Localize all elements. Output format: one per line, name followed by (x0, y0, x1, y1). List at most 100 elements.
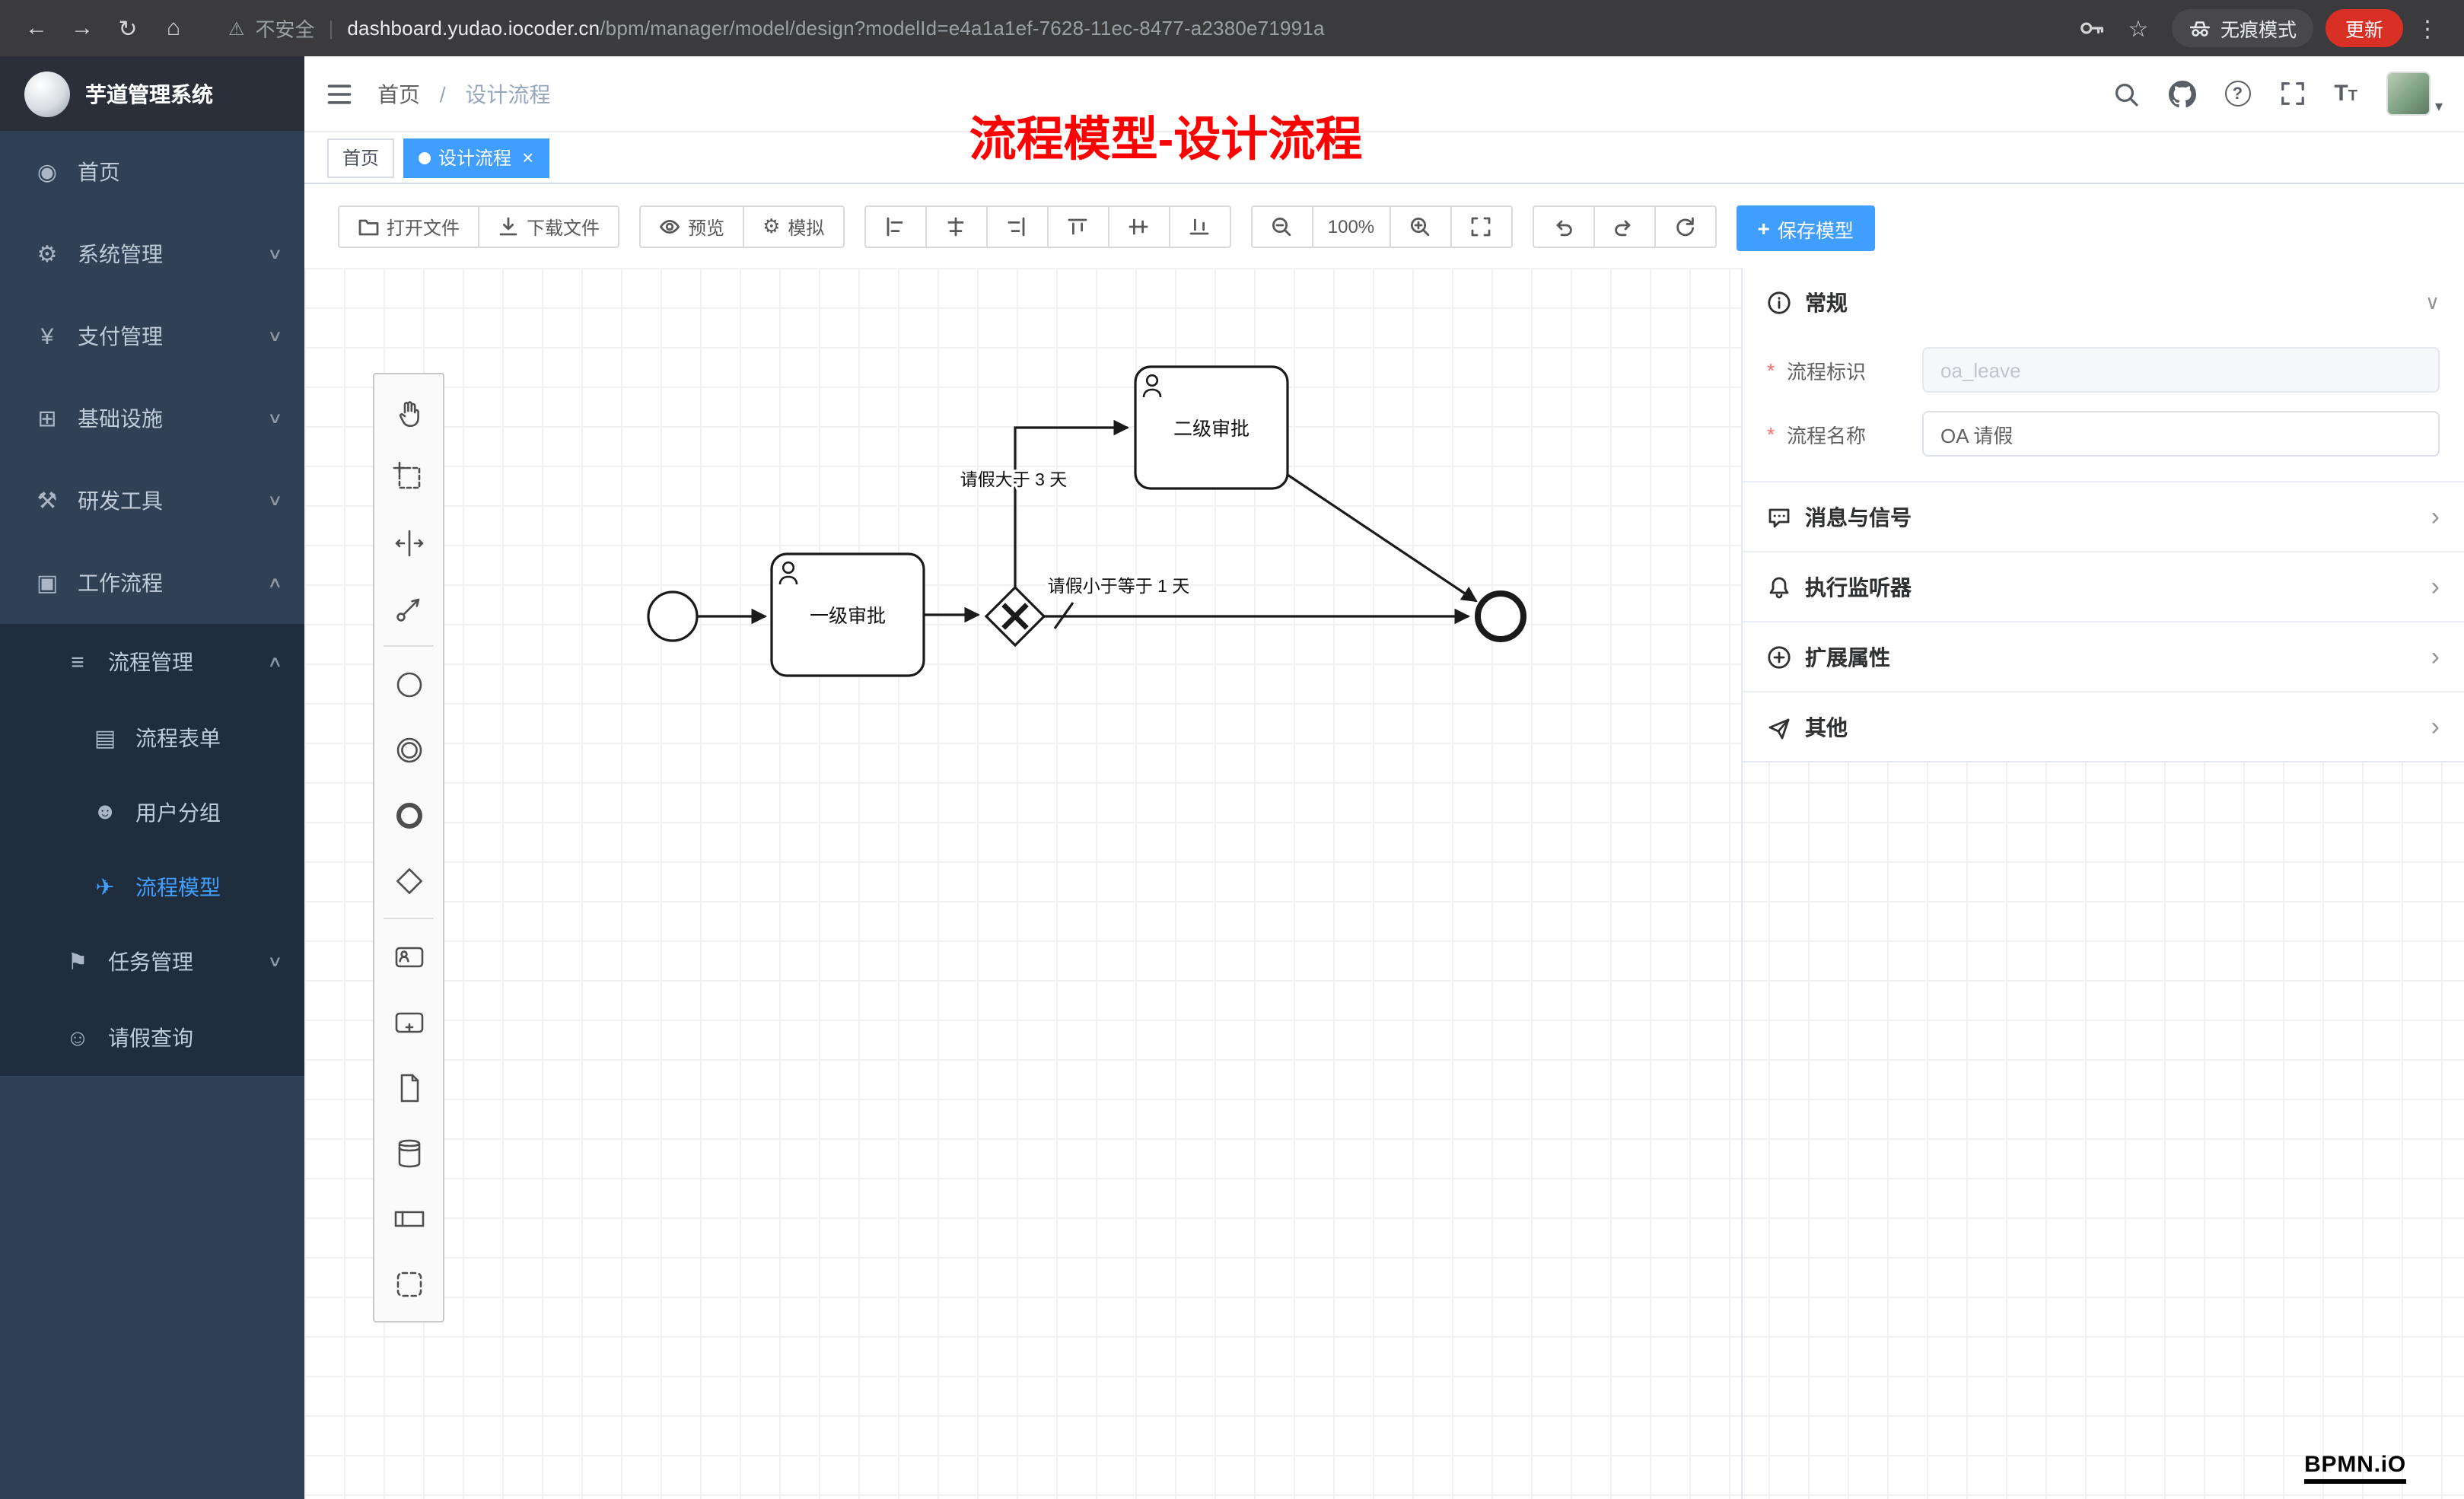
align-right-button[interactable] (985, 205, 1049, 248)
panel-section-general[interactable]: 常规 ∨ (1743, 268, 2464, 338)
sidebar-item-infra[interactable]: ⊞ 基础设施 ∨ (0, 377, 304, 460)
create-gateway[interactable] (374, 848, 443, 913)
align-center-button[interactable] (925, 205, 988, 248)
redo-button[interactable] (1593, 205, 1656, 248)
browser-menu-button[interactable]: ⋮ (2416, 16, 2439, 42)
sidebar-item-system[interactable]: ⚙ 系统管理 ∨ (0, 213, 304, 295)
group-icon (396, 1271, 422, 1297)
font-size-icon[interactable]: TT (2334, 80, 2357, 107)
zoom-reset-button[interactable] (1450, 205, 1513, 248)
zoom-in-button[interactable] (1389, 205, 1452, 248)
exclusive-gateway[interactable] (984, 585, 1046, 648)
plus-icon: + (1757, 216, 1770, 240)
panel-section-listeners[interactable]: 执行监听器 › (1743, 551, 2464, 621)
section-title: 扩展属性 (1805, 644, 1890, 669)
sidebar-item-process-model[interactable]: ✈ 流程模型 (0, 849, 304, 924)
sidebar-item-payment[interactable]: ¥ 支付管理 ∨ (0, 295, 304, 377)
condition-label-lower[interactable]: 请假小于等于 1 天 (1046, 574, 1192, 598)
create-data-object[interactable] (374, 1055, 443, 1120)
process-key-input[interactable] (1922, 347, 2440, 393)
close-icon[interactable]: × (522, 146, 534, 169)
browser-forward-button[interactable]: → (71, 15, 94, 41)
frame-icon (1472, 217, 1491, 237)
bookmark-star-icon[interactable]: ☆ (2128, 16, 2149, 42)
condition-label-upper[interactable]: 请假大于 3 天 (958, 467, 1070, 492)
tab-home[interactable]: 首页 (327, 138, 395, 177)
sidebar-item-task-mgmt[interactable]: ⚑ 任务管理 ∨ (0, 924, 304, 1000)
sidebar-item-process-form[interactable]: ▤ 流程表单 (0, 700, 304, 775)
end-event[interactable] (1475, 590, 1526, 642)
bpmn-canvas[interactable]: 一级审批 二级审批 (304, 268, 2464, 1499)
zoom-out-button[interactable] (1250, 205, 1313, 248)
create-data-store[interactable] (374, 1120, 443, 1186)
align-top-button[interactable] (1046, 205, 1109, 248)
align-left-button[interactable] (864, 205, 927, 248)
download-file-button[interactable]: 下载文件 (478, 205, 620, 248)
tab-design-process[interactable]: 设计流程 × (403, 138, 549, 177)
create-end-event[interactable] (374, 782, 443, 848)
lasso-tool[interactable] (374, 444, 443, 510)
bpmnio-watermark[interactable]: BPMN.iO (2304, 1452, 2406, 1484)
sidebar-item-leave-query[interactable]: ☺ 请假查询 (0, 1000, 304, 1076)
user-menu[interactable]: ▾ (2386, 72, 2443, 116)
breadcrumb-home[interactable]: 首页 (377, 81, 420, 106)
process-name-input[interactable] (1922, 411, 2440, 457)
open-file-button[interactable]: 打开文件 (338, 205, 480, 248)
search-icon[interactable] (2112, 80, 2139, 107)
align-bottom-button[interactable] (1168, 205, 1231, 248)
breadcrumb: 首页 / 设计流程 (377, 78, 550, 109)
browser-reload-button[interactable]: ↻ (118, 16, 138, 42)
undo-button[interactable] (1532, 205, 1595, 248)
create-intermediate-event[interactable] (374, 717, 443, 782)
incognito-badge: 无痕模式 (2171, 9, 2313, 47)
create-start-event[interactable] (374, 651, 443, 717)
sidebar-item-user-group[interactable]: ☻ 用户分组 (0, 775, 304, 849)
font-small-glyph: T (2348, 88, 2357, 104)
help-icon[interactable]: ? (2224, 81, 2251, 107)
page-url: dashboard.yudao.iocoder.cn/bpm/manager/m… (347, 17, 1324, 40)
security-label[interactable]: 不安全 (255, 18, 315, 41)
sidebar-item-devtools[interactable]: ⚒ 研发工具 ∨ (0, 460, 304, 542)
update-button[interactable]: 更新 (2325, 9, 2403, 47)
main-area: 首页 / 设计流程 ? TT ▾ (304, 56, 2464, 1499)
flow-gateway-to-task2[interactable] (1014, 419, 1130, 587)
properties-card: 常规 ∨ * 流程标识 * 流程名称 (1743, 268, 2464, 762)
chevron-up-icon: ∧ (266, 654, 282, 670)
panel-section-other[interactable]: 其他 › (1743, 691, 2464, 761)
save-model-button[interactable]: + 保存模型 (1736, 205, 1875, 251)
align-middle-button[interactable] (1107, 205, 1170, 248)
hamburger-icon[interactable] (326, 80, 353, 107)
browser-back-button[interactable]: ← (25, 15, 48, 41)
browser-chrome: ← → ↻ ⌂ ⚠ 不安全 | dashboard.yudao.iocoder.… (0, 0, 2464, 56)
zoom-in-icon (1411, 217, 1430, 237)
sidebar-item-process-mgmt[interactable]: ≡ 流程管理 ∧ (0, 624, 304, 700)
hand-tool[interactable] (374, 379, 443, 444)
create-subprocess[interactable] (374, 989, 443, 1055)
simulate-button[interactable]: ⚙ 模拟 (743, 205, 845, 248)
github-icon[interactable] (2168, 80, 2196, 107)
browser-home-button[interactable]: ⌂ (166, 15, 181, 41)
sidebar-item-workflow[interactable]: ▣ 工作流程 ∧ (0, 542, 304, 624)
fullscreen-icon[interactable] (2279, 81, 2305, 107)
space-tool[interactable] (374, 510, 443, 575)
user-task-first-approval[interactable]: 一级审批 (770, 552, 925, 677)
briefcase-icon: ▣ (36, 571, 59, 597)
folder-icon (358, 219, 379, 236)
create-participant[interactable] (374, 1186, 443, 1251)
global-connect-tool[interactable] (374, 575, 443, 641)
flow-task2-to-end[interactable] (1287, 473, 1478, 603)
create-user-task[interactable] (374, 924, 443, 989)
panel-section-extensions[interactable]: 扩展属性 › (1743, 621, 2464, 691)
start-event[interactable] (647, 590, 699, 642)
chevron-down-icon: ∨ (266, 953, 282, 970)
sidebar-item-home[interactable]: ◉ 首页 (0, 131, 304, 213)
panel-section-messages[interactable]: 消息与信号 › (1743, 481, 2464, 551)
user-task-second-approval[interactable]: 二级审批 (1134, 365, 1289, 490)
restart-button[interactable] (1654, 205, 1717, 248)
preview-button[interactable]: 预览 (639, 205, 745, 248)
address-bar[interactable]: ⚠ 不安全 | dashboard.yudao.iocoder.cn/bpm/m… (213, 7, 2053, 49)
chevron-right-icon: › (2431, 502, 2440, 531)
password-key-icon[interactable] (2071, 7, 2114, 49)
avatar[interactable] (2386, 72, 2431, 116)
create-group[interactable] (374, 1251, 443, 1316)
